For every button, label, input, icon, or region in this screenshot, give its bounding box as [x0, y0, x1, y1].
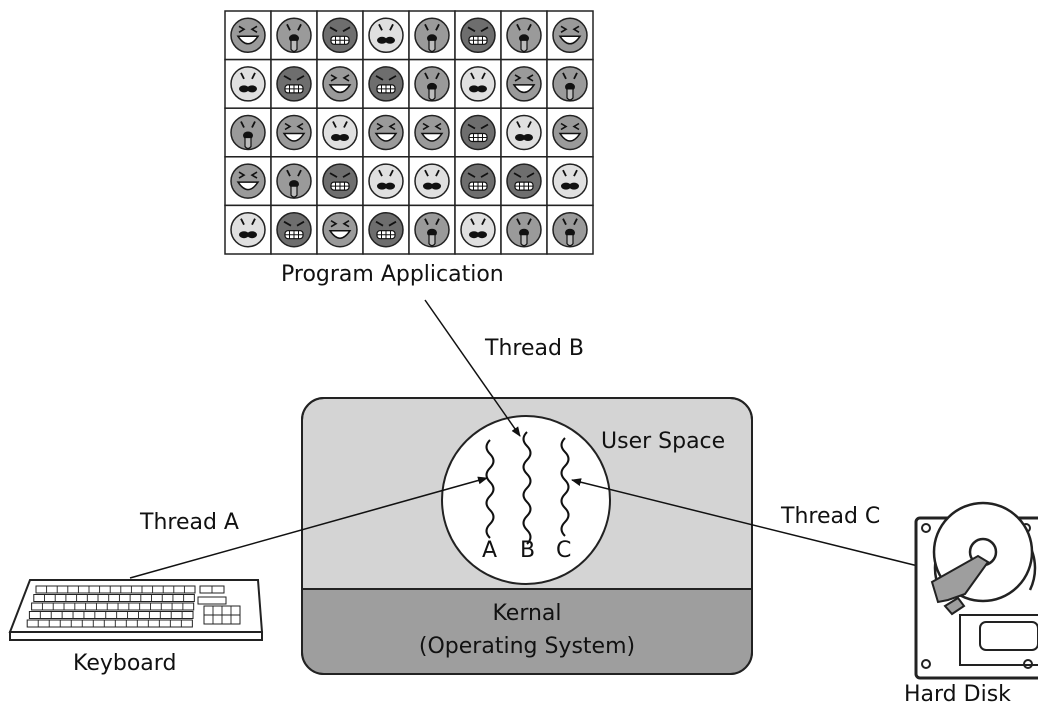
emoji-face-icon [552, 211, 588, 248]
emoji-face-icon [276, 66, 312, 102]
emoji-face-icon [552, 163, 588, 199]
thread-a-label: Thread A [140, 510, 239, 535]
program-application-grid [224, 10, 594, 255]
emoji-face-icon [460, 66, 496, 102]
emoji-face-icon [552, 17, 588, 54]
keyboard-icon [8, 579, 264, 641]
emoji-face-icon [276, 211, 312, 248]
emoji-face-icon [506, 163, 542, 199]
emoji-face-icon [414, 211, 450, 248]
thread-b-squiggle [522, 431, 532, 545]
emoji-face-icon [368, 17, 404, 54]
thread-b-arrow [424, 299, 521, 437]
emoji-face-icon [368, 163, 404, 199]
emoji-face-icon [414, 114, 450, 151]
emoji-face-icon [230, 17, 266, 54]
thread-b-label: Thread B [485, 336, 585, 361]
emoji-face-icon [460, 211, 496, 248]
emoji-face-icon [322, 114, 358, 151]
hard-disk-icon [914, 501, 1038, 680]
emoji-face-icon [322, 211, 358, 248]
thread-letter-b: B [520, 538, 536, 563]
emoji-face-icon [368, 211, 404, 248]
keyboard-label: Keyboard [73, 651, 177, 676]
thread-c-label: Thread C [781, 504, 881, 529]
thread-a-arrow [129, 476, 488, 579]
thread-letter-c: C [556, 538, 572, 563]
emoji-face-icon [460, 163, 496, 199]
program-application-label: Program Application [281, 262, 504, 287]
user-space-label: User Space [601, 429, 726, 454]
emoji-face-icon [230, 211, 266, 248]
emoji-face-icon [322, 163, 358, 199]
emoji-face-icon [506, 17, 542, 54]
emoji-face-icon [460, 114, 496, 151]
emoji-face-icon [230, 66, 266, 102]
emoji-face-icon [322, 66, 358, 102]
operating-system-label: (Operating System) [418, 634, 636, 659]
emoji-face-icon [506, 211, 542, 248]
thread-a-squiggle [485, 439, 495, 539]
thread-letter-a: A [482, 538, 498, 563]
thread-c-squiggle [560, 437, 570, 537]
emoji-face-icon [276, 114, 312, 151]
emoji-face-icon [368, 66, 404, 102]
emoji-face-icon [276, 163, 312, 199]
emoji-face-icon [414, 163, 450, 199]
kernel-label: Kernal [492, 601, 562, 626]
hard-disk-label: Hard Disk [904, 682, 1011, 707]
kernel-region [303, 589, 751, 673]
emoji-face-icon [276, 17, 312, 54]
emoji-face-icon [230, 114, 266, 151]
emoji-face-icon [414, 66, 450, 102]
emoji-face-icon [552, 66, 588, 102]
emoji-face-icon [322, 17, 358, 54]
emoji-face-icon [230, 163, 266, 199]
emoji-face-icon [552, 114, 588, 151]
emoji-face-icon [414, 17, 450, 54]
emoji-face-icon [506, 114, 542, 151]
emoji-face-icon [506, 66, 542, 102]
emoji-face-icon [460, 17, 496, 54]
emoji-face-icon [368, 114, 404, 151]
thread-c-arrow [571, 478, 919, 567]
